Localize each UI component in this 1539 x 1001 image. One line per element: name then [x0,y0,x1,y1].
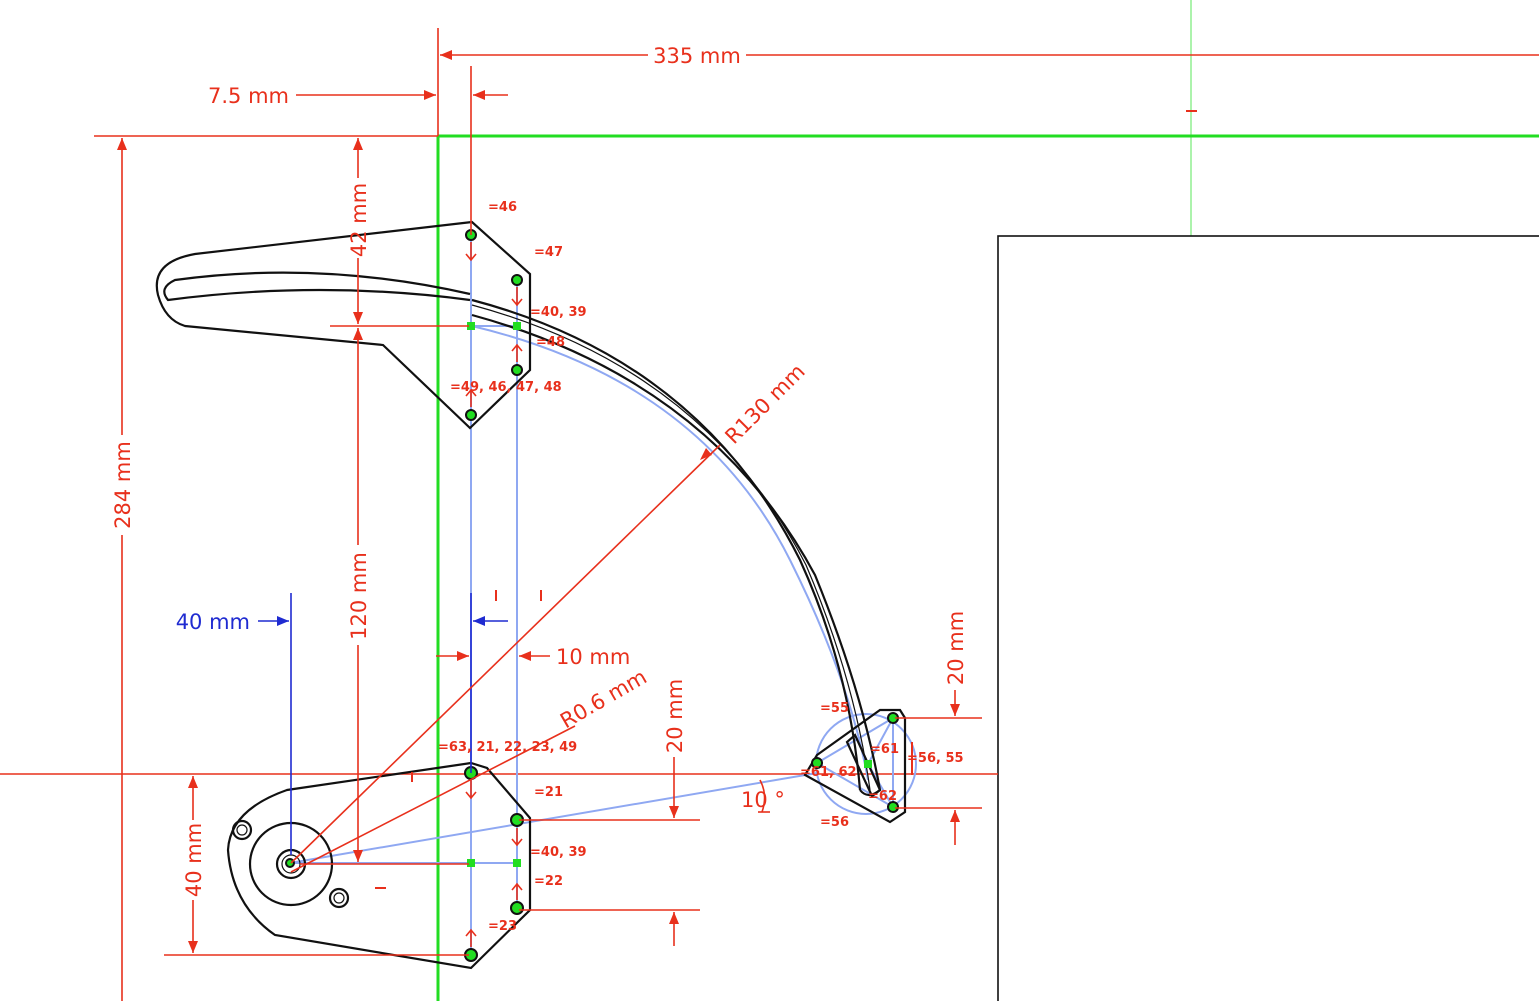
tag-61-62: =61, 62 [800,765,857,780]
dim-40-horizontal-label[interactable]: 40 mm [176,610,250,634]
right-bracket-part[interactable] [803,708,913,824]
tag-47: =47 [534,245,563,260]
curved-arm-part[interactable] [155,220,882,797]
dim-10-label[interactable]: 10 mm [556,645,630,669]
dim-20-right[interactable]: 20 mm [895,611,982,845]
tag-49: =49, 46, 47, 48 [450,380,562,395]
bottom-bracket-part[interactable] [226,761,532,970]
dim-40-vertical[interactable]: 40 mm [164,776,469,956]
tag-61: =61 [870,742,899,757]
dim-120[interactable]: 120 mm [300,328,469,865]
dim-10[interactable]: 10 mm [436,645,630,669]
dim-angle-label[interactable]: 10 ° [741,788,785,812]
dim-120-label[interactable]: 120 mm [347,552,371,640]
coincidence-markers [465,242,523,947]
tag-23: =23 [488,919,517,934]
tag-46: =46 [488,200,517,215]
dim-42[interactable]: 42 mm [330,138,469,327]
tag-22: =22 [534,874,563,889]
tag-56: =56 [820,815,849,830]
dim-7-5[interactable]: 7.5 mm [208,66,508,235]
dim-335-label[interactable]: 335 mm [653,44,741,68]
dim-20-lower[interactable]: 20 mm [519,679,700,946]
constraint-tags[interactable]: =46 =47 =40, 39 =48 =49, 46, 47, 48 =63,… [438,200,964,934]
dim-284-label[interactable]: 284 mm [111,441,135,529]
tag-55: =55 [820,701,849,716]
dim-angle[interactable]: 10 ° [741,779,785,813]
dim-40-horizontal[interactable]: 40 mm [176,593,508,855]
tag-48: =48 [536,335,565,350]
dim-20-lower-label[interactable]: 20 mm [663,679,687,753]
dim-7-5-label[interactable]: 7.5 mm [208,84,289,108]
dim-r0-6-label[interactable]: R0.6 mm [556,665,651,734]
dim-335[interactable]: 335 mm [437,28,1539,136]
dim-r130-label[interactable]: R130 mm [720,359,809,448]
dim-40-vertical-label[interactable]: 40 mm [182,823,206,897]
dim-20-right-label[interactable]: 20 mm [944,611,968,685]
tag-40-39-top: =40, 39 [530,305,587,320]
tag-62: =62 [868,789,897,804]
tag-63: =63, 21, 22, 23, 49 [438,740,577,755]
tag-56-55: =56, 55 [907,751,964,766]
dim-42-label[interactable]: 42 mm [347,183,371,257]
dim-284[interactable]: 284 mm [111,138,135,1001]
reference-rectangle[interactable] [997,235,1539,1001]
tag-40-39-bottom: =40, 39 [530,845,587,860]
tag-21: =21 [534,785,563,800]
